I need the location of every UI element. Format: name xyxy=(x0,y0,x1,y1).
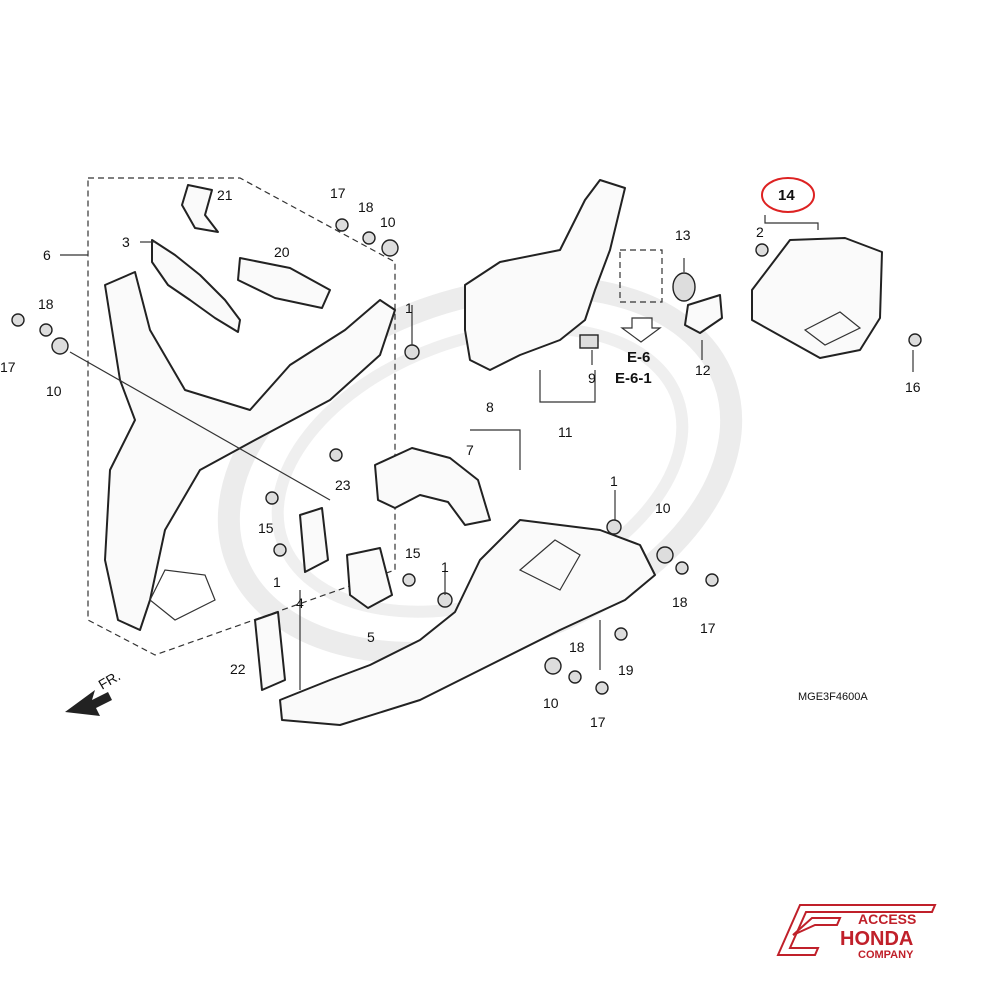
callout-10: 10 xyxy=(46,383,62,399)
brand-line-1: ACCESS xyxy=(858,911,916,927)
callout-18: 18 xyxy=(569,639,585,655)
leader-bracket-14 xyxy=(764,215,819,230)
callout-7: 7 xyxy=(466,442,474,458)
callout-3: 3 xyxy=(122,234,130,250)
inner-cover-part-6 xyxy=(104,271,396,631)
callout-23: 23 xyxy=(335,477,351,493)
brand-line-2: HONDA xyxy=(840,928,913,950)
part-9 xyxy=(579,334,599,349)
callout-1: 1 xyxy=(405,300,413,316)
bracket-part-4 xyxy=(299,507,329,573)
holder-part-12 xyxy=(684,294,723,334)
lower-cover-body xyxy=(279,519,656,726)
callout-18: 18 xyxy=(672,594,688,610)
trim-part-20 xyxy=(237,257,331,309)
bracket-part-22 xyxy=(254,611,286,691)
assembly-outline-left xyxy=(87,177,396,656)
brand-line-3: COMPANY xyxy=(858,949,914,961)
center-panel-part-11 xyxy=(464,179,626,371)
callout-10: 10 xyxy=(380,214,396,230)
callout-15: 15 xyxy=(258,520,274,536)
callout-10: 10 xyxy=(655,500,671,516)
grommet-part-13 xyxy=(672,272,696,302)
clip-part-21 xyxy=(181,184,219,233)
callout-2: 2 xyxy=(756,224,764,240)
rear-cover-part-14 xyxy=(751,237,883,359)
callout-4: 4 xyxy=(296,595,304,611)
callout-10: 10 xyxy=(543,695,559,711)
callout-17: 17 xyxy=(330,185,346,201)
callout-8: 8 xyxy=(486,399,494,415)
callout-9: 9 xyxy=(588,370,596,386)
boot-part-7 xyxy=(374,447,491,526)
lower-cover-cutout xyxy=(518,539,581,591)
fastener-group xyxy=(11,218,922,695)
inner-cover-vent xyxy=(149,569,216,621)
leader-bracket-11 xyxy=(539,370,596,403)
front-arrow: FR. xyxy=(65,667,123,716)
callout-12: 12 xyxy=(695,362,711,378)
reference-label[interactable]: E-6 xyxy=(627,349,650,366)
callout-18: 18 xyxy=(358,199,374,215)
callout-21: 21 xyxy=(217,187,233,203)
callout-17: 17 xyxy=(700,620,716,636)
callout-1: 1 xyxy=(441,559,449,575)
garnish-part-3 xyxy=(151,239,241,333)
access-honda-logo: ACCESS HONDA COMPANY xyxy=(776,904,937,961)
leader-bracket-8 xyxy=(470,429,521,470)
callout-13: 13 xyxy=(675,227,691,243)
callout-20: 20 xyxy=(274,244,290,260)
callout-1: 1 xyxy=(610,473,618,489)
reference-arrow xyxy=(620,317,662,343)
front-label: FR. xyxy=(96,667,124,692)
callout-6: 6 xyxy=(43,247,51,263)
callout-22: 22 xyxy=(230,661,246,677)
leader-lines xyxy=(60,241,914,690)
callout-16: 16 xyxy=(905,379,921,395)
bracket-part-5 xyxy=(346,547,393,609)
callout-19: 19 xyxy=(618,662,634,678)
callout-11: 11 xyxy=(558,424,573,440)
callout-17: 17 xyxy=(0,359,16,375)
highlight-14[interactable]: 14 xyxy=(761,177,815,213)
rear-cover-slot xyxy=(803,311,862,346)
callout-1: 1 xyxy=(273,574,281,590)
reference-label[interactable]: E-6-1 xyxy=(615,370,652,387)
callout-17: 17 xyxy=(590,714,606,730)
callout-18: 18 xyxy=(38,296,54,312)
callout-5: 5 xyxy=(367,629,375,645)
callout-15: 15 xyxy=(405,545,421,561)
diagram-code: MGE3F4600A xyxy=(798,691,868,703)
reference-box xyxy=(619,249,663,303)
callout-14: 14 xyxy=(778,187,795,204)
